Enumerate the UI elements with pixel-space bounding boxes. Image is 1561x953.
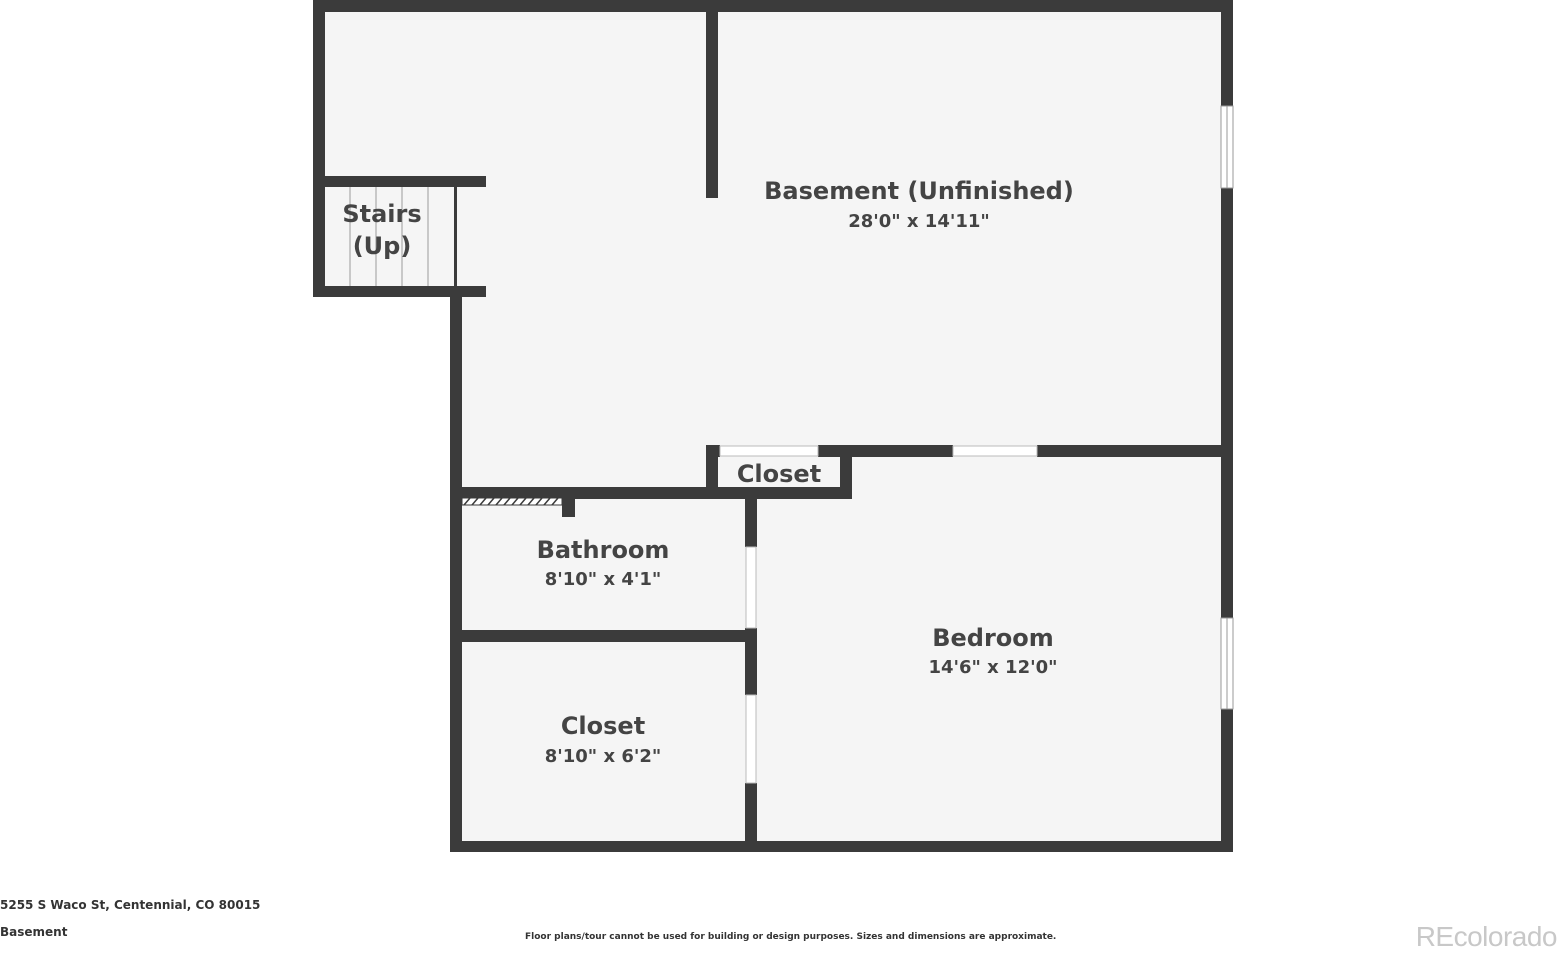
floor-plan: Basement (Unfinished) 28'0" x 14'11" Sta… [313,0,1234,852]
basement-name: Basement (Unfinished) [764,177,1074,205]
wall-closet-right [840,445,852,499]
wall-bedroom-top-right [1037,445,1233,457]
level-label: Basement [0,925,68,939]
wall-bath-stub [562,487,575,517]
wall-closet-top-left [706,445,720,457]
wall-mid-upper [745,487,757,547]
opening-closet-lower [745,694,757,784]
opening-closet [719,445,819,457]
bedroom-dims: 14'6" x 12'0" [928,657,1057,678]
openings [461,105,1234,784]
stairs-name-line1: Stairs [342,200,421,228]
bathroom-dims: 8'10" x 4'1" [545,569,662,590]
closet-name: Closet [561,712,645,740]
address-label: 5255 S Waco St, Centennial, CO 80015 [0,898,261,912]
opening-bathroom [745,546,757,629]
basement-dims: 28'0" x 14'11" [848,211,990,232]
disclaimer-text: Floor plans/tour cannot be used for buil… [525,932,1057,942]
window-bedroom [1220,617,1234,710]
wall-left-lower [450,286,462,852]
wall-bath-closet [450,630,757,642]
wall-top [313,0,1233,12]
wall-left-upper [313,0,325,187]
bathroom-floor [455,491,751,846]
opening-bedroom-top [952,445,1038,457]
bedroom-name: Bedroom [932,624,1054,652]
wall-mid-middle [745,628,757,695]
wall-stairs-top [313,176,486,187]
wall-bottom [450,841,1233,852]
watermark-logo: REcolorado [1415,921,1558,952]
closet-dims: 8'10" x 6'2" [545,746,662,767]
bathroom-fixture-hatch [461,497,563,506]
room-labels: Basement (Unfinished) 28'0" x 14'11" Sta… [342,177,1074,767]
walls [313,0,1233,852]
wall-bath-top [450,487,718,499]
floor-areas [318,6,1227,846]
wall-stairs-bottom [313,286,486,297]
stair-treads [349,187,429,286]
wall-stairs-left [313,176,325,297]
bedroom-floor [751,451,1227,846]
wall-mid-lower [745,783,757,852]
window-basement [1220,105,1234,189]
wall-closet-top-right [818,445,953,457]
closet-small-name: Closet [737,460,821,488]
wall-stairs-rail [454,187,457,286]
bathroom-name: Bathroom [537,536,670,564]
basement-floor-lower [455,181,1227,491]
stairs-floor [318,181,455,291]
basement-floor [318,6,1227,181]
wall-partition-top [706,0,718,198]
stairs-name-line2: (Up) [353,232,412,260]
wall-closet-bottom [706,487,852,499]
wall-closet-left [706,445,718,499]
